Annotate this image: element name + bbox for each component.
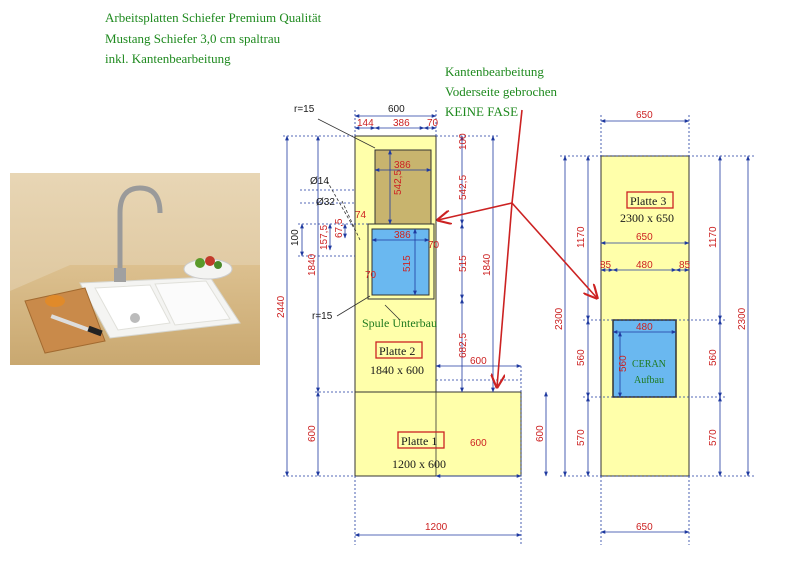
header-line-1: Arbeitsplatten Schiefer Premium Qualität	[105, 10, 322, 25]
dim-100-right: 100	[458, 133, 469, 150]
plate-3-size: 2300 x 650	[620, 211, 674, 225]
dim-600-left: 600	[307, 425, 318, 442]
plate-1-shape	[354, 391, 522, 477]
dim-p3-650-bottom: 650	[636, 522, 653, 533]
plate-3-shape	[600, 155, 690, 477]
header-line-2: Mustang Schiefer 3,0 cm spaltrau	[105, 31, 281, 46]
dim-p3-85-right: 85	[679, 260, 691, 271]
dim-1840-left: 1840	[307, 253, 318, 276]
dim-67: 67,5	[334, 218, 345, 238]
dim-1840-right: 1840	[482, 253, 493, 276]
dim-515-right: 515	[458, 255, 469, 272]
dim-p3-1170-left: 1170	[576, 226, 587, 248]
dim-r15-bottom: r=15	[312, 311, 333, 322]
dim-600-mid: 600	[470, 356, 487, 367]
note-line-2: Voderseite gebrochen	[445, 84, 558, 99]
dim-p3-560-right: 560	[708, 349, 719, 366]
dim-p3-2300-left: 2300	[554, 307, 565, 330]
dim-600-bottom-right: 600	[470, 438, 487, 449]
dim-d32: Ø32	[316, 197, 335, 208]
dim-542-right: 542,5	[458, 175, 469, 200]
dim-p3-570-right: 570	[708, 429, 719, 446]
dim-2440: 2440	[276, 295, 287, 318]
plate-2-label: Platte 2	[379, 344, 415, 358]
plate-3-label: Platte 3	[630, 194, 666, 208]
header-line-3: inkl. Kantenbearbeitung	[105, 51, 231, 66]
dim-p3-650-top: 650	[636, 110, 653, 121]
plate-2-size: 1840 x 600	[370, 363, 424, 377]
dim-70-left: 70	[365, 270, 377, 281]
dim-386-tan: 386	[394, 160, 411, 171]
dim-p3-560-cut: 560	[618, 355, 629, 372]
dim-542-inner: 542,5	[393, 170, 404, 195]
dim-top-600: 600	[388, 104, 405, 115]
dim-682-right: 682,5	[458, 333, 469, 358]
dim-100-left: 100	[290, 229, 301, 246]
dim-386-sink: 386	[394, 230, 411, 241]
dim-p3-85-left: 85	[600, 260, 612, 271]
dim-p3-650-mid: 650	[636, 232, 653, 243]
dim-1200: 1200	[425, 522, 448, 533]
dim-p3-1170-right: 1170	[708, 226, 719, 248]
dim-144: 144	[357, 118, 374, 129]
dim-515-inner: 515	[402, 255, 413, 272]
note-line-3: KEINE FASE	[445, 104, 519, 119]
note-line-1: Kantenbearbeitung	[445, 64, 544, 79]
dim-p3-570-left: 570	[576, 429, 587, 446]
dim-157: 157,5	[319, 225, 330, 250]
dim-386-top: 386	[393, 118, 410, 129]
ceran-label: CERAN	[632, 359, 666, 370]
dim-600-right-plate1: 600	[535, 425, 546, 442]
ceran-type-label: Aufbau	[634, 375, 664, 386]
dim-74: 74	[355, 210, 367, 221]
dim-d14: Ø14	[310, 176, 329, 187]
dim-p3-560-left: 560	[576, 349, 587, 366]
sink-label: Spule Unterbau	[362, 316, 437, 330]
dim-p3-2300-right: 2300	[737, 307, 748, 330]
tan-area	[374, 149, 432, 225]
dim-p3-480-top: 480	[636, 260, 653, 271]
dim-r15-top: r=15	[294, 104, 315, 115]
dim-70-right: 70	[428, 240, 440, 251]
dim-p3-480-cut: 480	[636, 322, 653, 333]
plate-1-label: Platte 1	[401, 434, 437, 448]
plate-1-size: 1200 x 600	[392, 457, 446, 471]
sink-photo	[10, 173, 260, 365]
dim-70-top: 70	[427, 118, 439, 129]
